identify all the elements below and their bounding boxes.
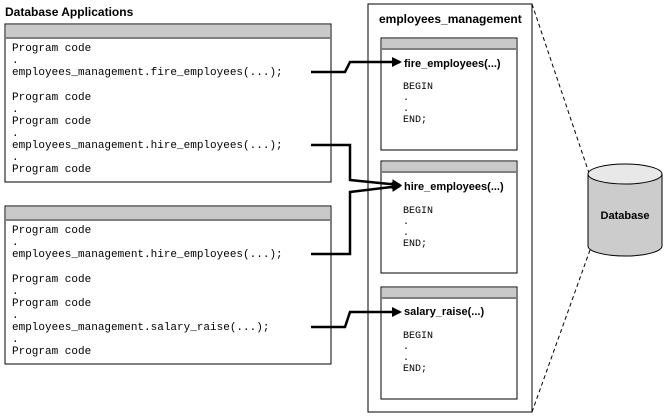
app1-line-0: Program code xyxy=(12,43,91,55)
proc-salary-body-1: . xyxy=(403,342,409,353)
proc-salary-body-3: END; xyxy=(403,364,427,375)
app1-call-fire: employees_management.fire_employees(...)… xyxy=(12,67,283,79)
app2-line-1: . xyxy=(12,237,19,249)
app1-line-5: Program code xyxy=(12,116,91,128)
proc-hire-body-3: END; xyxy=(403,239,427,250)
proc-fire-employees: fire_employees(...) BEGIN . . END; xyxy=(380,37,518,151)
app-window-2: Program code . employees_management.hire… xyxy=(4,205,332,365)
database-label: Database xyxy=(601,210,650,222)
dash-connector-bottom xyxy=(531,249,591,413)
proc-hire-titlebar xyxy=(382,162,516,171)
proc-salary-frame xyxy=(380,286,518,400)
app2-line-5: Program code xyxy=(12,298,91,310)
app2-line-4: . xyxy=(12,286,19,298)
arrow-app2-salary xyxy=(311,307,402,329)
app2-line-6: . xyxy=(12,310,19,322)
proc-salary-name: salary_raise(...) xyxy=(404,306,484,318)
proc-hire-body-1: . xyxy=(403,217,409,228)
app1-line-3: Program code xyxy=(12,92,91,104)
proc-fire-body-2: . xyxy=(403,104,409,115)
app1-call-hire: employees_management.hire_employees(...)… xyxy=(12,140,283,152)
dash-connector-top xyxy=(531,3,591,177)
app-window-2-titlebar xyxy=(6,207,330,219)
package-title: employees_management xyxy=(379,12,522,26)
proc-salary-titlebar xyxy=(382,288,516,297)
proc-salary-raise: salary_raise(...) BEGIN . . END; xyxy=(380,286,518,400)
proc-fire-name: fire_employees(...) xyxy=(404,58,501,70)
proc-salary-body-0: BEGIN xyxy=(403,331,433,342)
proc-fire-body-3: END; xyxy=(403,115,427,126)
proc-hire-body-0: BEGIN xyxy=(403,206,433,217)
app1-line-6: . xyxy=(12,128,19,140)
app1-line-4: . xyxy=(12,104,19,116)
app2-line-3: Program code xyxy=(12,274,91,286)
arrow-app2-hire xyxy=(311,181,402,256)
app2-line-9: Program code xyxy=(12,346,91,358)
app-window-1-titlebar xyxy=(6,25,330,37)
app2-line-8: . xyxy=(12,334,19,346)
proc-fire-body-1: . xyxy=(403,93,409,104)
proc-fire-frame xyxy=(380,37,518,151)
app-window-1: Program code . employees_management.fire… xyxy=(4,23,332,183)
app2-call-hire: employees_management.hire_employees(...)… xyxy=(12,249,283,261)
app-window-1-frame xyxy=(4,23,332,183)
app1-line-8: . xyxy=(12,152,19,164)
proc-hire-frame xyxy=(380,160,518,274)
database-cylinder-icon xyxy=(587,163,663,257)
proc-fire-body-0: BEGIN xyxy=(403,82,433,93)
app2-call-salary: employees_management.salary_raise(...); xyxy=(12,322,269,334)
app1-line-1: . xyxy=(12,55,19,67)
proc-hire-body-2: . xyxy=(403,228,409,239)
arrow-app1-fire xyxy=(311,57,402,74)
proc-fire-titlebar xyxy=(382,39,516,48)
apps-title: Database Applications xyxy=(5,5,134,19)
arrow-app1-hire xyxy=(311,143,402,190)
proc-salary-body-2: . xyxy=(403,353,409,364)
app2-line-0: Program code xyxy=(12,225,91,237)
app1-line-9: Program code xyxy=(12,164,91,176)
proc-hire-employees: hire_employees(...) BEGIN . . END; xyxy=(380,160,518,274)
proc-hire-name: hire_employees(...) xyxy=(404,181,504,193)
app-window-2-frame xyxy=(4,205,332,365)
